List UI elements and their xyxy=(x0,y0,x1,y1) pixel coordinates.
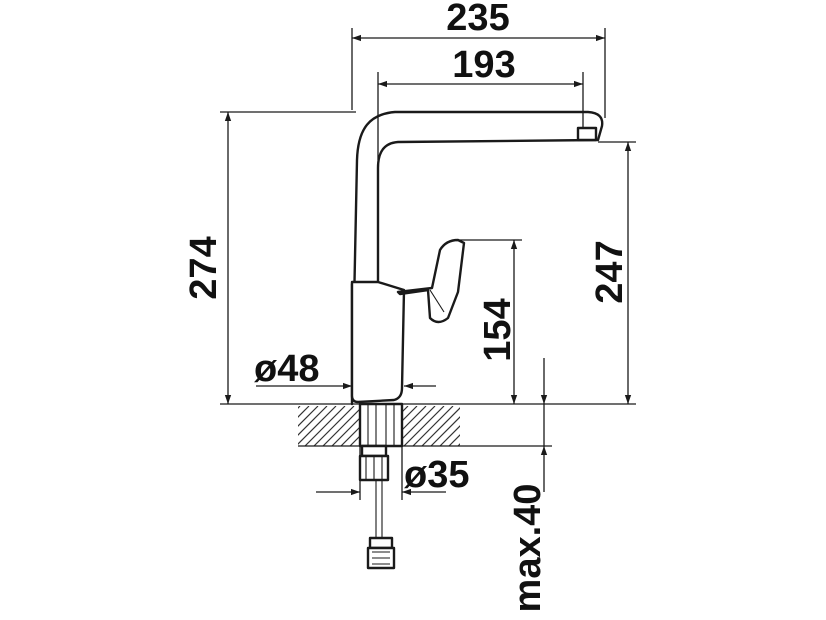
hatch-line xyxy=(313,406,355,446)
hatch-line xyxy=(298,406,301,409)
hatch-line xyxy=(421,407,460,446)
hatch-line xyxy=(412,406,454,446)
hatch-line xyxy=(457,443,460,446)
dimension-spout-height: 247 xyxy=(589,141,636,404)
dimension-lever-height: 154 xyxy=(458,239,522,404)
hatch-line xyxy=(298,406,310,418)
dimension-body-diameter: ø48 xyxy=(254,348,436,390)
hatch-line xyxy=(448,434,460,446)
overall-height-label: 274 xyxy=(183,236,225,299)
dimension-overall-width: 235 xyxy=(351,0,606,118)
hatch-line xyxy=(494,406,534,446)
overall-width-label: 235 xyxy=(446,0,509,39)
hatch-line xyxy=(476,406,516,446)
spout-reach-label: 193 xyxy=(452,44,515,86)
dimension-hole-diameter: ø35 xyxy=(316,446,469,500)
hatch-line xyxy=(298,406,328,436)
dimension-overall-height: 274 xyxy=(183,111,636,405)
hatch-line xyxy=(467,406,507,446)
dimension-spout-reach: 193 xyxy=(377,44,584,160)
hatch-line xyxy=(304,406,346,446)
hatch-line xyxy=(322,406,364,446)
max-deck-thickness-label: max.40 xyxy=(507,484,549,613)
hatch-line xyxy=(403,406,445,446)
hatch-line xyxy=(430,416,460,446)
hatch-line xyxy=(298,406,337,445)
hatch-line xyxy=(439,425,460,446)
lever-height-label: 154 xyxy=(477,298,519,361)
faucet-outline xyxy=(350,110,604,570)
hatch-line xyxy=(298,406,319,427)
hole-diameter-label: ø35 xyxy=(404,454,469,496)
body-diameter-label: ø48 xyxy=(254,348,319,390)
dimension-max-deck-thickness: max.40 xyxy=(460,358,552,612)
spout-height-label: 247 xyxy=(589,240,631,303)
hatch-line xyxy=(485,406,525,446)
